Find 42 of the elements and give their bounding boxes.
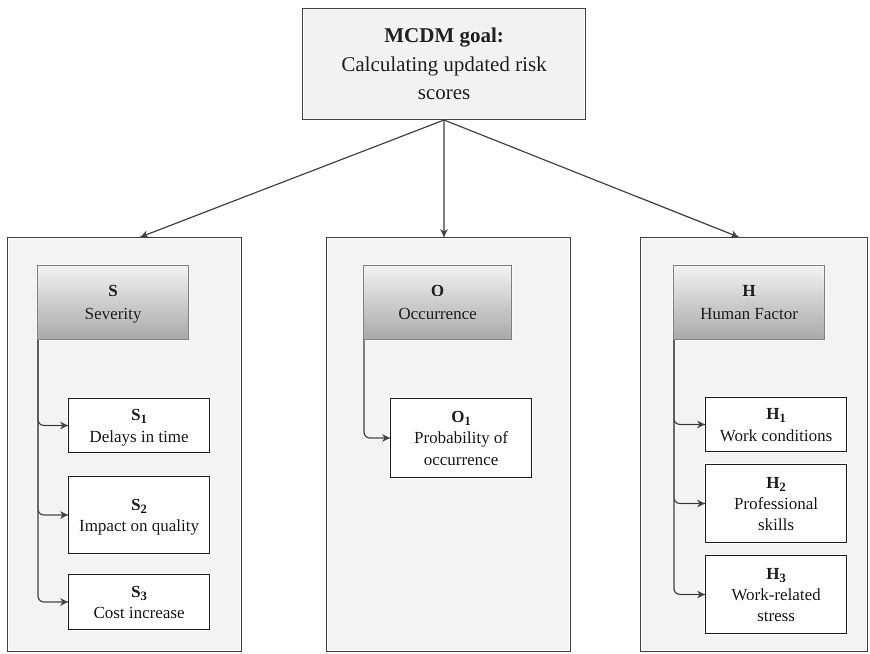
node-heading: H: [742, 280, 756, 302]
node-heading: O$_{1}$: [451, 406, 471, 428]
node-text: Probability of occurrence: [413, 427, 509, 470]
node-text: Calculating updated risk scores: [340, 50, 548, 106]
node-heading: S: [108, 280, 118, 302]
arrow: [363, 340, 390, 442]
node-text: Occurrence: [398, 302, 477, 324]
sub-criterion-box: [705, 464, 847, 543]
arrow: [440, 120, 448, 237]
sub-criterion-box: [68, 476, 210, 554]
node-heading: O: [430, 280, 444, 302]
arrow: [673, 340, 705, 598]
node-text: Delays in time: [89, 426, 189, 447]
node-text: Cost increase: [93, 602, 185, 624]
criterion-panel: [7, 237, 242, 652]
criterion-header-box: [673, 265, 825, 340]
node-text: Work conditions: [720, 424, 832, 446]
sub-criterion-box: [705, 555, 847, 634]
criterion-panel: [326, 237, 571, 652]
sub-criterion-box: [68, 574, 210, 630]
arrow: [140, 119, 444, 238]
node-heading: S$_{1}$: [131, 404, 147, 426]
node-text: Professional skills: [732, 492, 820, 536]
node-text: Human Factor: [700, 302, 798, 324]
arrow: [444, 119, 739, 238]
node-heading: MCDM goal:: [384, 22, 504, 50]
arrow: [37, 340, 68, 606]
node-text: Severity: [84, 302, 142, 325]
sub-criterion-box: [705, 397, 847, 452]
criterion-panel: [640, 237, 868, 652]
node-heading: H$_{2}$: [766, 472, 786, 493]
criterion-header-box: [37, 265, 189, 340]
node-heading: S$_{3}$: [131, 580, 147, 602]
node-heading: S$_{2}$: [131, 494, 147, 515]
criterion-header-box: [363, 265, 512, 340]
node-text: Work-related stress: [730, 584, 822, 626]
node-heading: H$_{1}$: [766, 403, 786, 424]
node-heading: H$_{3}$: [766, 562, 786, 584]
sub-criterion-box: [68, 398, 210, 453]
goal-box: [302, 8, 586, 120]
node-text: Impact on quality: [79, 515, 199, 536]
sub-criterion-box: [390, 398, 532, 478]
